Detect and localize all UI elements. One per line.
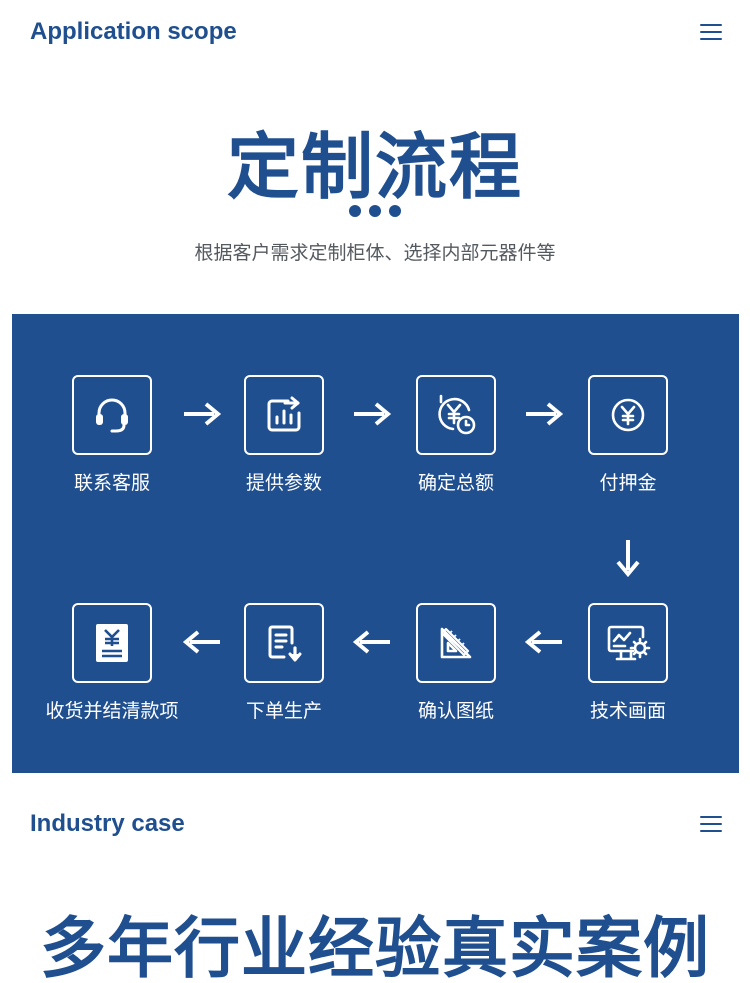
arrow-left-icon xyxy=(524,630,562,654)
order-download-icon xyxy=(244,603,324,683)
yen-receipt-icon xyxy=(72,603,152,683)
design-screen-icon xyxy=(588,603,668,683)
step-order-production: 下单生产 xyxy=(204,603,364,723)
section-title: Industry case xyxy=(30,810,185,837)
section-title: Application scope xyxy=(30,18,237,45)
chart-icon xyxy=(244,375,324,455)
step-confirm-total: 确定总额 xyxy=(376,375,536,495)
step-receive-settle: 收货并结清款项 xyxy=(32,603,192,723)
section-header-industry-case: Industry case xyxy=(30,810,722,838)
process-title: 定制流程 xyxy=(226,125,523,209)
step-label: 收货并结清款项 xyxy=(45,700,179,722)
arrow-right-icon xyxy=(354,402,392,426)
menu-icon[interactable] xyxy=(700,24,722,40)
process-subtitle: 根据客户需求定制柜体、选择内部元器件等 xyxy=(194,242,556,264)
step-label: 付押金 xyxy=(599,472,657,494)
step-label: 确认图纸 xyxy=(417,700,494,722)
arrow-right-icon xyxy=(526,402,564,426)
process-panel: 联系客服 提供参数 xyxy=(12,314,739,773)
section-header-application-scope: Application scope xyxy=(30,18,722,46)
step-label: 提供参数 xyxy=(245,472,322,494)
step-label: 确定总额 xyxy=(417,472,494,494)
cases-title: 多年行业经验真实案例 xyxy=(40,910,710,983)
arrow-down-icon xyxy=(616,540,640,578)
step-contact-service: 联系客服 xyxy=(32,375,192,495)
headset-icon xyxy=(72,375,152,455)
step-technical-design: 技术画面 xyxy=(548,603,708,723)
step-pay-deposit: 付押金 xyxy=(548,375,708,495)
step-label: 技术画面 xyxy=(589,700,666,722)
arrow-right-icon xyxy=(184,402,222,426)
arrow-left-icon xyxy=(352,630,390,654)
step-provide-parameters: 提供参数 xyxy=(204,375,364,495)
step-label: 下单生产 xyxy=(245,700,322,722)
yen-coin-icon xyxy=(588,375,668,455)
yen-clock-icon xyxy=(416,375,496,455)
step-confirm-drawing: 确认图纸 xyxy=(376,603,536,723)
step-label: 联系客服 xyxy=(73,472,150,494)
decorative-dots xyxy=(0,205,750,217)
drawing-ruler-icon xyxy=(416,603,496,683)
menu-icon[interactable] xyxy=(700,816,722,832)
arrow-left-icon xyxy=(182,630,220,654)
